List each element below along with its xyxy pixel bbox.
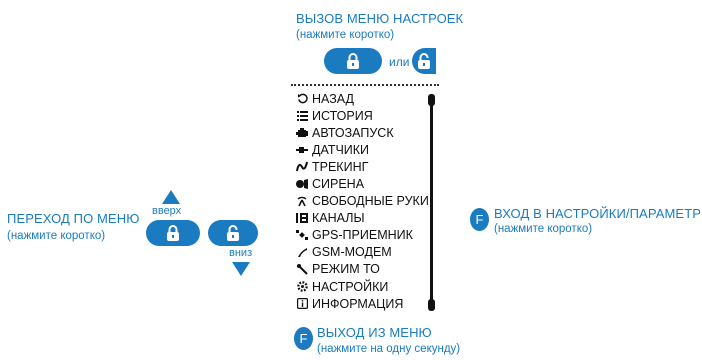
menu-item-sensors[interactable]: ДАТЧИКИ [296, 141, 436, 158]
lock-icon [166, 225, 180, 241]
navigate-subtitle: (нажмите коротко) [7, 230, 106, 242]
menu-item-label: НАЗАД [312, 91, 354, 106]
lock-button[interactable] [324, 48, 382, 74]
menu-top-separator [291, 84, 439, 86]
siren-icon [296, 178, 308, 190]
unlock-icon [226, 225, 240, 241]
menu-item-label: КАНАЛЫ [312, 211, 365, 226]
wrench-icon [296, 263, 308, 275]
menu-list: НАЗАД ИСТОРИЯ АВТОЗАПУСК ДАТЧИКИ ТРЕКИНГ… [296, 90, 436, 312]
menu-item-autostart[interactable]: АВТОЗАПУСК [296, 124, 436, 141]
hands-free-icon [296, 195, 308, 207]
enter-settings-title: ВХОД В НАСТРОЙКИ/ПАРАМЕТРЫ [494, 206, 702, 221]
menu-item-gps[interactable]: GPS-ПРИЕМНИК [296, 227, 436, 244]
menu-item-label: РЕЖИМ ТО [312, 262, 380, 277]
menu-item-siren[interactable]: СИРЕНА [296, 175, 436, 192]
menu-item-label: GPS-ПРИЕМНИК [312, 228, 413, 243]
menu-item-history[interactable]: ИСТОРИЯ [296, 107, 436, 124]
info-icon [296, 298, 308, 310]
call-menu-subtitle: (нажмите коротко) [296, 29, 395, 41]
up-label: вверх [152, 205, 182, 217]
menu-item-tracking[interactable]: ТРЕКИНГ [296, 158, 436, 175]
unlock-button[interactable] [412, 48, 436, 74]
back-arrow-icon [296, 93, 308, 105]
menu-item-label: СИРЕНА [312, 177, 365, 192]
menu-item-label: ИСТОРИЯ [312, 108, 373, 123]
unlock-button-nav[interactable] [208, 220, 258, 246]
menu-item-label: АВТОЗАПУСК [312, 125, 394, 140]
list-icon [296, 110, 308, 122]
phone-icon [296, 246, 308, 258]
menu-item-label: ДАТЧИКИ [312, 142, 370, 157]
menu-item-label: ИНФОРМАЦИЯ [312, 296, 404, 311]
menu-item-label: НАСТРОЙКИ [312, 279, 389, 294]
menu-item-channels[interactable]: КАНАЛЫ [296, 210, 436, 227]
tracking-icon [296, 161, 308, 173]
menu-item-label: ТРЕКИНГ [312, 159, 369, 174]
menu-item-hands-free[interactable]: СВОБОДНЫЕ РУКИ [296, 193, 436, 210]
menu-item-label: GSM-МОДЕМ [312, 245, 392, 260]
exit-menu-subtitle: (нажмите на одну секунду) [317, 343, 461, 355]
sensor-icon [296, 144, 308, 156]
channels-icon [296, 212, 308, 224]
down-arrow-icon [232, 262, 250, 276]
down-label: вниз [229, 247, 253, 259]
menu-item-gsm[interactable]: GSM-МОДЕМ [296, 244, 436, 261]
navigate-title: ПЕРЕХОД ПО МЕНЮ [7, 211, 140, 226]
scrollbar-top-cap [428, 94, 435, 106]
lock-icon [346, 53, 360, 69]
menu-scrollbar[interactable] [430, 98, 433, 306]
menu-item-back[interactable]: НАЗАД [296, 90, 436, 107]
unlock-icon [417, 53, 431, 69]
exit-menu-title: ВЫХОД ИЗ МЕНЮ [317, 325, 432, 340]
menu-item-label: СВОБОДНЫЕ РУКИ [312, 194, 429, 209]
call-menu-title: ВЫЗОВ МЕНЮ НАСТРОЕК [296, 11, 464, 26]
f-button-label: F [299, 331, 308, 346]
satellite-icon [296, 229, 308, 241]
engine-icon [296, 127, 308, 139]
scrollbar-bottom-cap [428, 299, 435, 311]
gear-icon [296, 281, 308, 293]
up-arrow-icon [162, 190, 180, 204]
menu-item-settings[interactable]: НАСТРОЙКИ [296, 278, 436, 295]
f-button[interactable]: F [470, 208, 489, 231]
or-label: или [389, 55, 410, 69]
lock-button-nav[interactable] [146, 220, 200, 246]
enter-settings-subtitle: (нажмите коротко) [494, 223, 593, 235]
f-button-label: F [475, 212, 484, 227]
menu-item-service-mode[interactable]: РЕЖИМ ТО [296, 261, 436, 278]
f-button-exit[interactable]: F [294, 327, 313, 350]
menu-item-info[interactable]: ИНФОРМАЦИЯ [296, 295, 436, 312]
